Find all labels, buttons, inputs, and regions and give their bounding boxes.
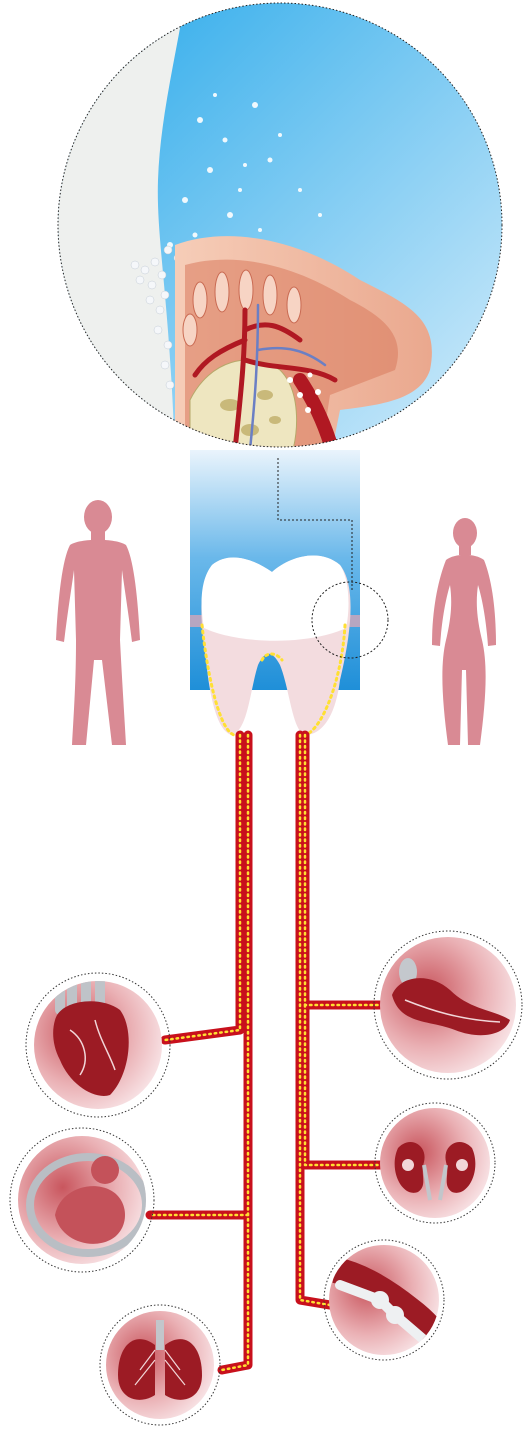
joint-bone-icon bbox=[324, 1240, 450, 1360]
magnified-gum-view bbox=[50, 0, 510, 460]
lungs-icon bbox=[100, 1305, 220, 1425]
heart-icon bbox=[26, 973, 170, 1117]
pancreas-icon bbox=[374, 931, 522, 1079]
fetus-in-womb-icon bbox=[10, 1128, 154, 1272]
molar-tooth bbox=[201, 556, 350, 735]
female-body-silhouette bbox=[432, 518, 496, 745]
male-body-silhouette bbox=[56, 500, 140, 745]
kidneys-icon bbox=[375, 1103, 495, 1223]
